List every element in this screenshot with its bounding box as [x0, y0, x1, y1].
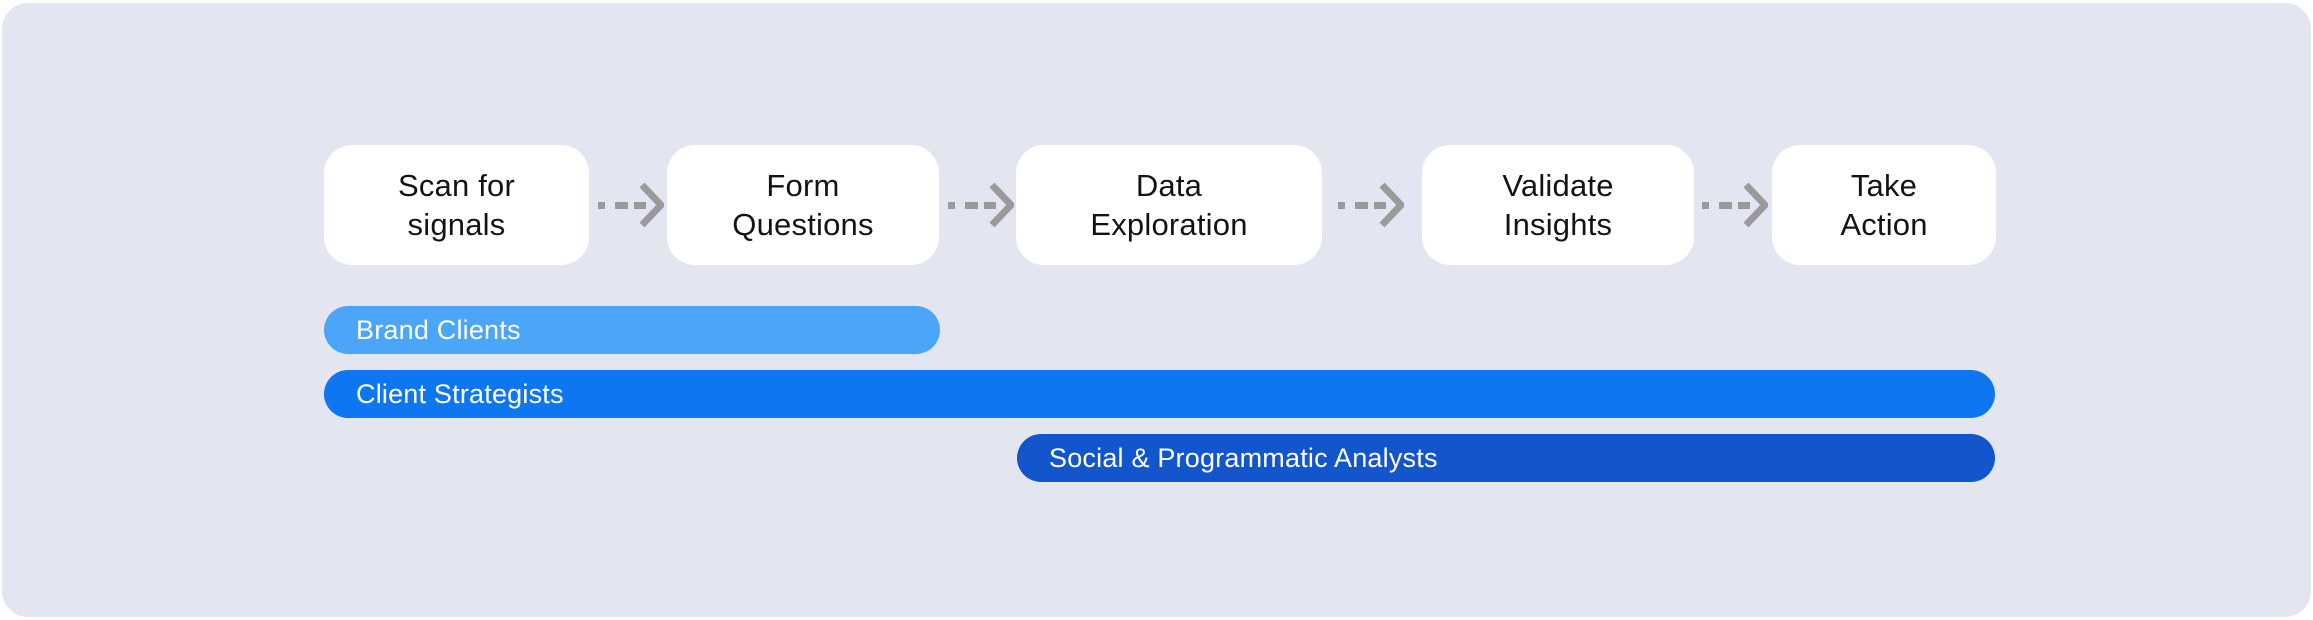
stage-take-action: Take Action	[1772, 145, 1996, 265]
background-panel: Scan for signals Form Questions Data Exp…	[2, 3, 2311, 617]
dashed-arrow-right-icon	[1702, 181, 1770, 229]
stage-form-questions: Form Questions	[667, 145, 939, 265]
role-bar-client-strategists: Client Strategists	[324, 370, 1995, 418]
stage-validate-insights: Validate Insights	[1422, 145, 1694, 265]
role-bar-brand-clients: Brand Clients	[324, 306, 940, 354]
dashed-arrow-right-icon	[948, 181, 1016, 229]
role-bar-social-programmatic-analysts: Social & Programmatic Analysts	[1017, 434, 1995, 482]
dashed-arrow-right-icon	[1338, 181, 1406, 229]
role-bar-label: Client Strategists	[356, 378, 564, 409]
stage-scan-for-signals: Scan for signals	[324, 145, 589, 265]
role-bar-label: Social & Programmatic Analysts	[1049, 442, 1438, 473]
role-bar-label: Brand Clients	[356, 314, 521, 345]
dashed-arrow-right-icon	[598, 181, 666, 229]
stage-data-exploration: Data Exploration	[1016, 145, 1322, 265]
